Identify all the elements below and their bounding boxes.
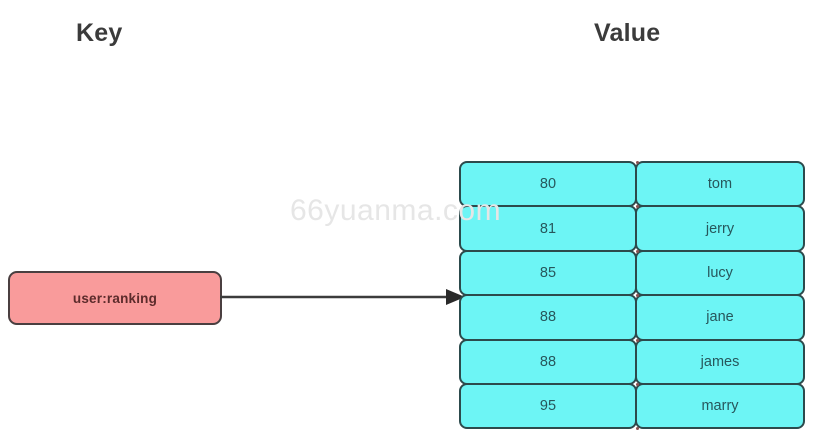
cell-score: 88 (459, 294, 637, 341)
key-node-label: user:ranking (72, 290, 158, 306)
grid-joint-dot (636, 205, 639, 209)
cell-member: james (635, 338, 805, 385)
grid-joint-dot (636, 427, 639, 431)
grid-joint-dot (636, 249, 639, 253)
cell-member: marry (635, 382, 805, 430)
cell-member: lucy (635, 249, 805, 297)
cell-score: 88 (459, 338, 637, 385)
cell-score: 80 (459, 161, 637, 208)
cell-member: jane (635, 294, 805, 341)
key-node[interactable]: user:ranking (8, 271, 222, 325)
cell-member: jerry (635, 205, 805, 252)
cell-score: 95 (459, 382, 637, 430)
key-column-heading: Key (76, 19, 123, 47)
arrow-icon (220, 289, 465, 305)
cell-score: 81 (459, 205, 637, 252)
value-column-heading: Value (594, 19, 661, 47)
grid-joint-dot (636, 338, 639, 342)
grid-joint-dot (636, 294, 639, 298)
grid-joint-dot (636, 383, 639, 386)
grid-joint-dot (636, 161, 639, 164)
cell-member: tom (635, 161, 805, 208)
cell-score: 85 (459, 249, 637, 297)
